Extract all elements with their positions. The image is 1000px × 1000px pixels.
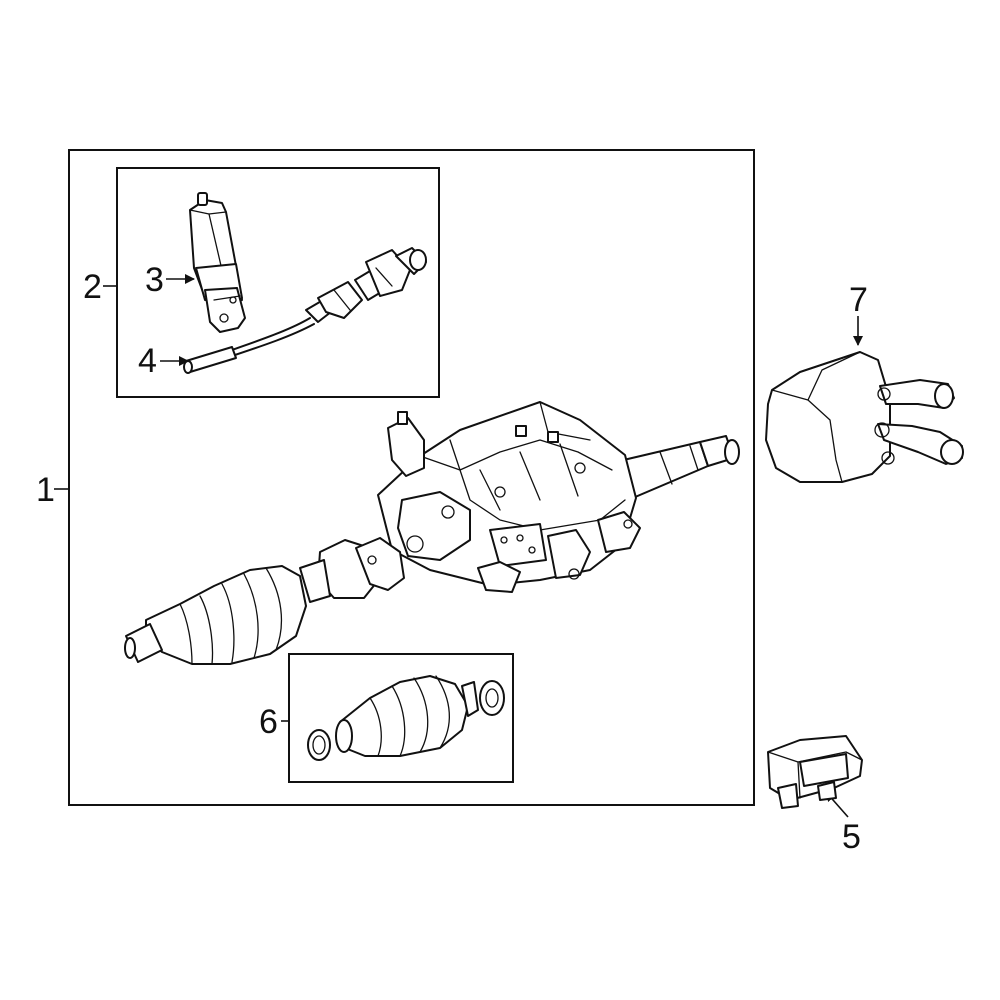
callout-3: 3 [145,261,164,299]
callout-1: 1 [36,471,55,509]
callout-4: 4 [138,342,157,380]
flex-cable-part-4 [183,247,427,374]
steering-column-assembly-part-1 [124,401,740,665]
subassembly-box-part-6 [288,653,514,783]
callout-2: 2 [83,268,102,306]
subassembly-box-part-2 [116,167,440,398]
callout-7: 7 [849,281,868,319]
adjuster-motor-part-3 [189,192,246,333]
callout-6: 6 [259,703,278,741]
assembly-frame-part-1 [68,149,755,806]
boot-kit-part-6 [307,675,505,761]
control-module-part-5 [767,735,863,809]
combination-switch-part-7 [765,351,964,483]
callout-5: 5 [842,818,861,856]
